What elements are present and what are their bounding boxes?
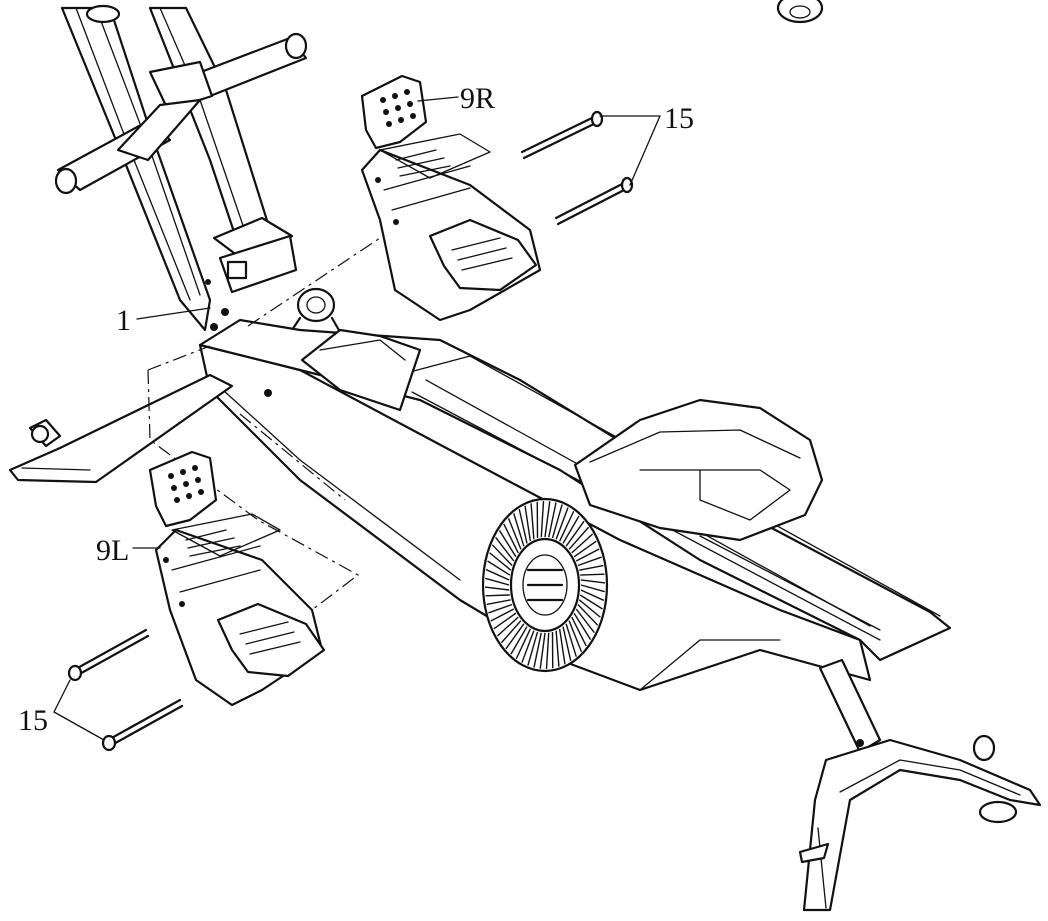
flywheel-fin [580, 573, 605, 576]
flywheel-fin [540, 500, 545, 538]
flywheel-fin [510, 626, 528, 655]
callout-pedal-right: 9R [460, 82, 495, 115]
rear-stabilizer [776, 0, 1042, 912]
flywheel-fin [533, 632, 542, 668]
flywheel-fin [485, 594, 510, 597]
flywheel-fin [559, 510, 575, 542]
flywheel-fin [571, 533, 594, 554]
flywheel-fin [495, 536, 515, 562]
flywheel-fin [515, 628, 531, 660]
flywheel-fin [548, 502, 557, 538]
flywheel-fin [565, 520, 585, 547]
pedal-right-holes [380, 89, 416, 127]
flywheel-fin [573, 540, 597, 558]
flywheel-fin [490, 608, 515, 622]
flywheel-fin [580, 579, 606, 584]
callout-pedal-left: 9L [96, 534, 129, 567]
callout-bolts-right: 15 [664, 102, 694, 135]
bolts-left [67, 628, 184, 752]
flywheel-fin [565, 623, 577, 657]
callout-bolts-left: 15 [18, 704, 48, 737]
bolts-right [520, 110, 634, 226]
flywheel-fin [505, 623, 525, 650]
flywheel-fin [524, 505, 532, 542]
flywheel-fins [484, 500, 606, 670]
flywheel-fin [558, 628, 566, 665]
flywheel-fin [493, 612, 517, 630]
flywheel-fin [544, 501, 551, 538]
flywheel-fin [578, 599, 601, 618]
flywheel-fin [507, 518, 522, 550]
flywheel-fin [503, 523, 519, 554]
flywheel-fin [571, 616, 587, 647]
pedal-left [148, 450, 326, 707]
flywheel-fin [518, 508, 528, 544]
pedal-left-holes [168, 465, 204, 503]
flywheel-fin [575, 608, 595, 634]
flywheel-fin [530, 503, 535, 540]
flywheel-fin [562, 515, 580, 544]
flywheel-fin [577, 604, 599, 626]
callout-frame: 1 [116, 304, 131, 337]
flywheel-fin [491, 544, 513, 566]
flywheel-fin [527, 631, 539, 666]
flywheel-fin [485, 577, 510, 586]
flywheel-fin [513, 513, 525, 547]
flywheel-fin [551, 504, 563, 539]
flywheel-fin [486, 599, 511, 606]
flywheel-fin [521, 630, 535, 663]
pedal-right [360, 74, 542, 322]
flywheel-fin [580, 584, 605, 593]
flywheel-fin [580, 589, 605, 602]
adjust-knob [290, 287, 342, 334]
flywheel-fin [488, 603, 513, 614]
flywheel-fin [555, 630, 560, 667]
flywheel-fin [575, 548, 600, 562]
flywheel-fin [573, 612, 592, 641]
assembly-guides [147, 227, 396, 623]
seat [573, 398, 824, 542]
flywheel-fin [555, 507, 569, 540]
flywheel-fin [489, 552, 512, 571]
callout-leaders [53, 96, 661, 741]
flywheel-fin [568, 526, 590, 550]
flywheel-fin [579, 564, 604, 571]
flywheel-fin [562, 626, 572, 662]
flywheel-fin [484, 586, 510, 591]
flywheel [481, 497, 609, 673]
flywheel-fin [498, 529, 517, 558]
front-stabilizer [8, 373, 234, 484]
flywheel-fin [577, 556, 602, 567]
flywheel-fin [579, 594, 603, 610]
flywheel-fin [487, 560, 511, 576]
flywheel-fin [485, 568, 510, 581]
flywheel-fin [539, 632, 546, 669]
flywheel-fin [568, 620, 583, 652]
handlebar [54, 32, 308, 294]
flywheel-fin [545, 632, 550, 670]
flywheel-fin [500, 620, 522, 644]
flywheel-fin [496, 616, 519, 637]
